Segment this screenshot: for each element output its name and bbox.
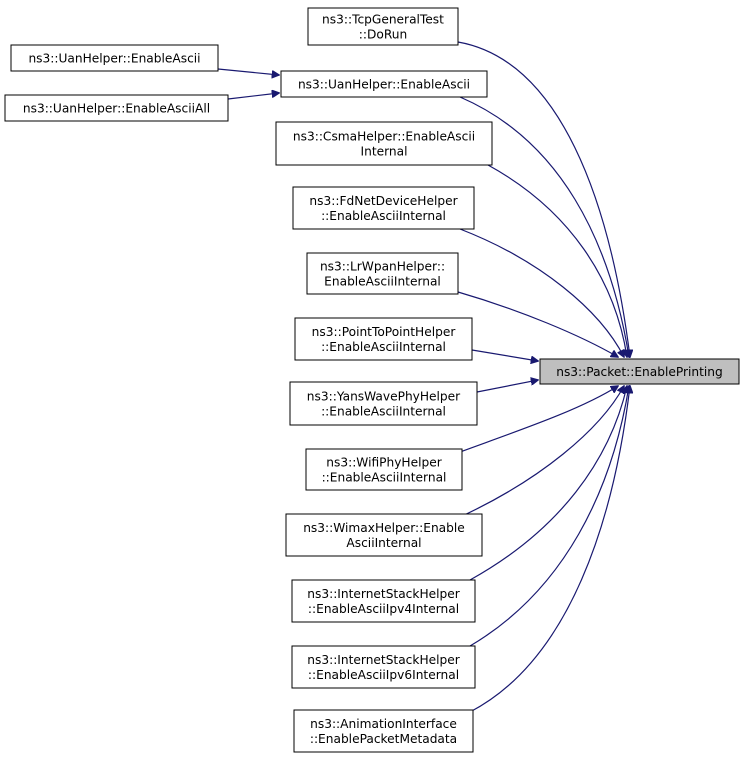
- edge-uan-helper-enable-ascii-left: [217, 68, 279, 75]
- node-label-line: AsciiInternal: [346, 536, 421, 550]
- node-label-line: ::DoRun: [359, 28, 407, 42]
- node-label-line: ns3::Packet::EnablePrinting: [556, 365, 723, 379]
- edge-wifi-phy-helper-enable-ascii-internal: [459, 386, 618, 453]
- node-label-line: ::EnableAsciiIpv4Internal: [308, 602, 459, 616]
- edge-internet-stack-helper-enable-ascii-ipv6-internal: [469, 386, 629, 647]
- node-label-line: ns3::PointToPointHelper: [312, 325, 457, 339]
- node-label-line: ::EnableAsciiInternal: [321, 209, 446, 223]
- node-uan-helper-enable-ascii[interactable]: ns3::UanHelper::EnableAscii: [280, 70, 488, 98]
- node-tcp-general-test-dorun[interactable]: ns3::TcpGeneralTest::DoRun: [307, 7, 459, 46]
- node-label-line: ns3::WifiPhyHelper: [326, 456, 442, 470]
- node-label-line: EnableAsciiInternal: [324, 275, 441, 289]
- node-box: [4, 94, 229, 122]
- node-label-line: ns3::InternetStackHelper: [307, 653, 460, 667]
- node-label-line: ns3::WimaxHelper::Enable: [303, 521, 465, 535]
- node-label-line: ::EnableAsciiInternal: [322, 471, 447, 485]
- node-animation-interface-enable-packet-metadata[interactable]: ns3::AnimationInterface::EnablePacketMet…: [293, 709, 474, 753]
- edge-uan-helper-enable-ascii-all: [227, 93, 279, 100]
- node-box: [291, 645, 476, 689]
- node-box: [285, 513, 483, 557]
- node-box: [291, 579, 476, 623]
- node-point-to-point-helper-enable-ascii-internal[interactable]: ns3::PointToPointHelper::EnableAsciiInte…: [294, 317, 473, 361]
- node-box: [306, 252, 459, 295]
- edge-wimax-helper-enable-ascii-internal: [459, 386, 624, 518]
- node-label-line: ns3::FdNetDeviceHelper: [309, 194, 458, 208]
- edge-tcp-general-test-dorun: [457, 41, 630, 357]
- node-box: [539, 358, 740, 385]
- edge-internet-stack-helper-enable-ascii-ipv4-internal: [469, 386, 627, 581]
- node-wimax-helper-enable-ascii-internal[interactable]: ns3::WimaxHelper::EnableAsciiInternal: [285, 513, 483, 557]
- node-label-line: ::EnableAsciiIpv6Internal: [308, 668, 459, 682]
- node-box: [292, 186, 475, 230]
- edge-lr-wpan-helper-enable-ascii-internal: [457, 291, 618, 357]
- node-label-line: ns3::CsmaHelper::EnableAscii: [293, 130, 475, 144]
- node-label-line: Internal: [361, 145, 408, 159]
- node-box: [289, 381, 478, 426]
- node-internet-stack-helper-enable-ascii-ipv4-internal[interactable]: ns3::InternetStackHelper::EnableAsciiIpv…: [291, 579, 476, 623]
- node-label-line: ns3::YansWavePhyHelper: [307, 390, 461, 404]
- node-box: [307, 7, 459, 46]
- node-yans-wave-phy-helper-enable-ascii-internal[interactable]: ns3::YansWavePhyHelper::EnableAsciiInter…: [289, 381, 478, 426]
- edge-animation-interface-enable-packet-metadata: [469, 386, 630, 713]
- edge-csma-helper-enable-ascii-internal: [487, 164, 627, 357]
- node-csma-helper-enable-ascii-internal[interactable]: ns3::CsmaHelper::EnableAsciiInternal: [275, 121, 493, 166]
- node-label-line: ns3::TcpGeneralTest: [322, 13, 444, 27]
- node-label-line: ::EnableAsciiInternal: [321, 405, 446, 419]
- node-lr-wpan-helper-enable-ascii-internal[interactable]: ns3::LrWpanHelper::EnableAsciiInternal: [306, 252, 459, 295]
- node-label-line: ns3::LrWpanHelper::: [320, 260, 445, 274]
- node-label-line: ns3::UanHelper::EnableAscii: [28, 52, 200, 66]
- node-label-line: ns3::InternetStackHelper: [307, 587, 460, 601]
- node-label-line: ns3::AnimationInterface: [310, 717, 457, 731]
- node-box: [305, 448, 463, 491]
- edge-yans-wave-phy-helper-enable-ascii-internal: [476, 380, 538, 393]
- nodes: ns3::TcpGeneralTest::DoRunns3::UanHelper…: [4, 7, 740, 753]
- node-label-line: ns3::UanHelper::EnableAscii: [298, 78, 470, 92]
- edges: [217, 41, 630, 713]
- focus-node-enable-printing[interactable]: ns3::Packet::EnablePrinting: [539, 358, 740, 385]
- node-box: [275, 121, 493, 166]
- node-fd-net-device-helper-enable-ascii-internal[interactable]: ns3::FdNetDeviceHelper::EnableAsciiInter…: [292, 186, 475, 230]
- node-label-line: ::EnablePacketMetadata: [310, 732, 457, 746]
- node-wifi-phy-helper-enable-ascii-internal[interactable]: ns3::WifiPhyHelper::EnableAsciiInternal: [305, 448, 463, 491]
- edge-uan-helper-enable-ascii: [459, 96, 629, 357]
- edge-point-to-point-helper-enable-ascii-internal: [471, 349, 538, 361]
- node-label-line: ::EnableAsciiInternal: [321, 340, 446, 354]
- node-label-line: ns3::UanHelper::EnableAsciiAll: [23, 102, 210, 116]
- node-uan-helper-enable-ascii-left[interactable]: ns3::UanHelper::EnableAscii: [10, 44, 219, 72]
- node-internet-stack-helper-enable-ascii-ipv6-internal[interactable]: ns3::InternetStackHelper::EnableAsciiIpv…: [291, 645, 476, 689]
- node-box: [280, 70, 488, 98]
- edge-fd-net-device-helper-enable-ascii-internal: [459, 228, 624, 357]
- node-uan-helper-enable-ascii-all[interactable]: ns3::UanHelper::EnableAsciiAll: [4, 94, 229, 122]
- node-box: [294, 317, 473, 361]
- node-box: [10, 44, 219, 72]
- node-box: [293, 709, 474, 753]
